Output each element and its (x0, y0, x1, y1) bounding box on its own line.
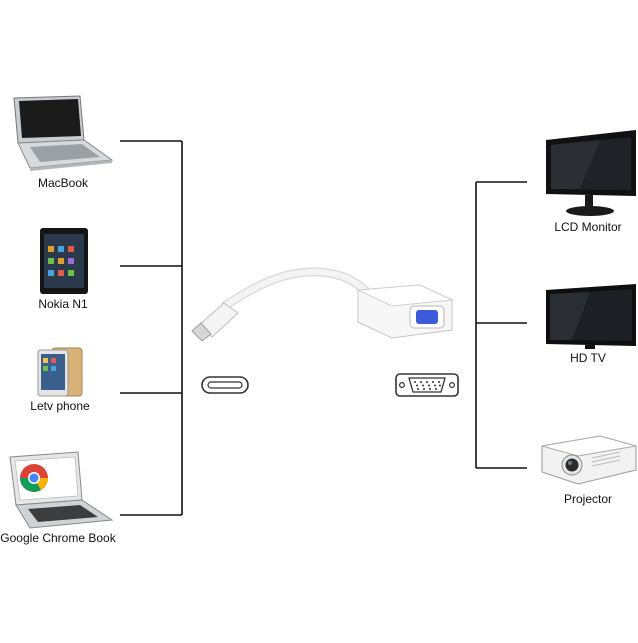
projector-icon (541, 435, 637, 485)
monitor-icon (546, 130, 636, 216)
source-label-nokia-n1: Nokia N1 (38, 297, 88, 311)
target-label-projector: Projector (563, 492, 613, 506)
target-label-lcd-monitor: LCD Monitor (554, 220, 622, 234)
usb-c-to-vga-adapter-icon (191, 267, 454, 342)
smartphone-icon (37, 347, 83, 397)
tv-icon (546, 284, 636, 349)
source-label-chromebook: Google Chrome Book (0, 531, 116, 545)
left-connector-lines (120, 140, 183, 516)
chrome-logo-icon (20, 464, 48, 492)
chromebook-laptop-icon (9, 451, 114, 529)
source-label-macbook: MacBook (37, 176, 89, 190)
source-label-letv-phone: Letv phone (30, 399, 90, 413)
usb-c-port-icon (201, 376, 249, 394)
macbook-laptop-icon (13, 95, 114, 171)
target-label-hd-tv: HD TV (570, 351, 606, 365)
right-connector-lines (475, 181, 527, 469)
tablet-icon (40, 228, 88, 294)
vga-port-icon (395, 373, 459, 397)
